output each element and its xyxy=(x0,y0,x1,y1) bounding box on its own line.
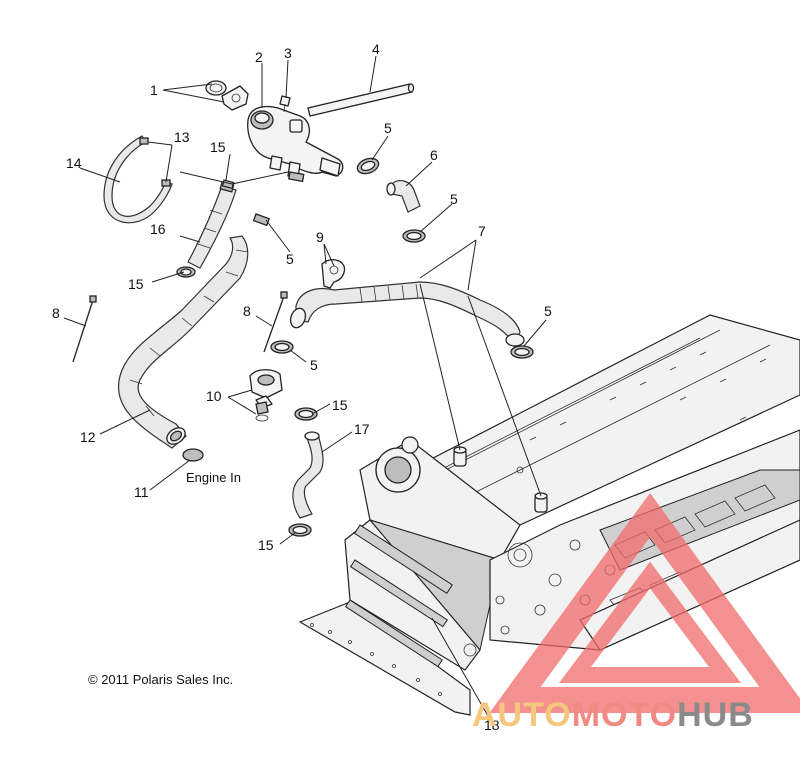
callout-3: 3 xyxy=(284,45,292,61)
hose-elbow xyxy=(386,180,421,213)
callout-18: 18 xyxy=(484,717,500,733)
watermark-hub: HUB xyxy=(677,696,754,734)
callout-7: 7 xyxy=(478,223,486,239)
callout-9: 9 xyxy=(316,229,324,245)
lower-hose xyxy=(292,431,324,519)
callout-16: 16 xyxy=(150,221,166,237)
callout-4: 4 xyxy=(372,41,380,57)
automotohub-watermark xyxy=(489,492,800,713)
leader-lines xyxy=(63,55,547,717)
callout-15-c: 15 xyxy=(332,397,348,413)
callout-5-a: 5 xyxy=(384,120,392,136)
reservoir-screw xyxy=(279,95,291,113)
svg-text:AUTOMOTOHUB: AUTOMOTOHUB xyxy=(472,696,754,734)
mount-bracket xyxy=(321,259,346,289)
callout-2: 2 xyxy=(255,49,263,65)
watermark-triangle-inner xyxy=(559,561,741,683)
callout-17: 17 xyxy=(354,421,370,437)
watermark-auto: AUTO xyxy=(472,696,572,734)
callout-5-b: 5 xyxy=(450,191,458,207)
heat-exchanger-hose xyxy=(289,281,525,348)
callout-12: 12 xyxy=(80,429,96,445)
callout-numbers: 1 2 3 4 5 5 5 5 5 6 7 8 8 9 10 11 12 13 … xyxy=(52,41,552,733)
callout-10: 10 xyxy=(206,388,222,404)
callout-15-d: 15 xyxy=(258,537,274,553)
watermark-wordmark: AUTOMOTOHUB xyxy=(472,696,754,734)
engine-in-hose xyxy=(117,235,249,449)
support-rod xyxy=(307,83,415,117)
engine-in-label: Engine In xyxy=(186,470,241,485)
callout-5-d: 5 xyxy=(286,251,294,267)
hose-clamps xyxy=(176,157,534,537)
callout-5-c: 5 xyxy=(544,303,552,319)
cable-ties xyxy=(72,291,288,363)
callout-8-b: 8 xyxy=(243,303,251,319)
callout-11: 11 xyxy=(134,484,149,500)
callout-13: 13 xyxy=(174,129,190,145)
coolant-reservoir xyxy=(247,105,344,179)
callout-15-a: 15 xyxy=(210,139,226,155)
bypass-hose xyxy=(187,181,237,269)
callout-14: 14 xyxy=(66,155,82,171)
overflow-hose xyxy=(103,135,173,224)
callout-1: 1 xyxy=(150,82,158,98)
thermostat-housing xyxy=(249,369,283,422)
callout-5-e: 5 xyxy=(310,357,318,373)
callout-15-b: 15 xyxy=(128,276,144,292)
cap-and-gasket xyxy=(205,80,249,111)
watermark-moto: MOTO xyxy=(572,696,677,734)
callout-8-a: 8 xyxy=(52,305,60,321)
copyright-notice: © 2011 Polaris Sales Inc. xyxy=(88,672,233,687)
watermark-triangle-outer xyxy=(489,492,800,713)
callout-6: 6 xyxy=(430,147,438,163)
